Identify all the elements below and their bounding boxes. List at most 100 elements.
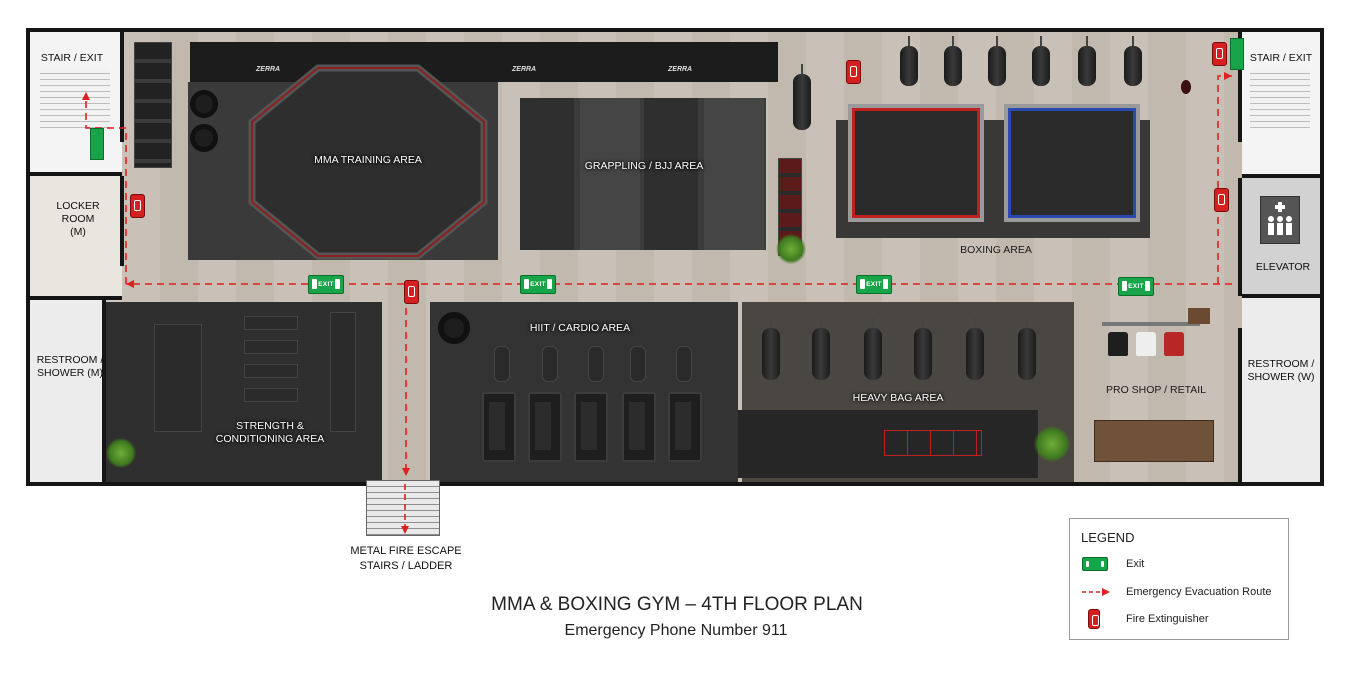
wall-left-rooms-3 bbox=[102, 300, 106, 482]
stairs-right bbox=[1250, 68, 1310, 128]
restroom-m-label-line: RESTROOM / bbox=[36, 354, 104, 366]
wall-left bbox=[26, 28, 30, 486]
locker-room-label-line: LOCKER bbox=[56, 200, 100, 212]
zerra-banner-wall: ZERRA ZERRA ZERRA bbox=[190, 42, 778, 82]
elevator-icon bbox=[1260, 196, 1300, 244]
restroom-m-label-line: SHOWER (M) bbox=[37, 367, 103, 379]
boxing-area-label: BOXING AREA bbox=[960, 244, 1032, 256]
treadmill-icon bbox=[622, 392, 656, 462]
legend-item-evacuation-route: Emergency Evacuation Route bbox=[1126, 586, 1272, 598]
heavy-bag-area-label: HEAVY BAG AREA bbox=[852, 392, 944, 404]
fire-extinguisher-icon bbox=[130, 194, 145, 218]
wall-right bbox=[1320, 28, 1324, 486]
heavy-bag-icon bbox=[914, 318, 932, 380]
fire-extinguisher-icon bbox=[1088, 609, 1100, 629]
strength-area-label: STRENGTH & CONDITIONING AREA bbox=[200, 420, 340, 446]
legend: LEGEND Exit Emergency Evacuation Route F… bbox=[1069, 518, 1289, 640]
agility-ladder bbox=[884, 430, 982, 456]
shirt-icon bbox=[1164, 332, 1184, 356]
dumbbell-rack-icon bbox=[244, 316, 298, 330]
exit-sign-icon: EXIT bbox=[1118, 277, 1154, 296]
bike-icon bbox=[676, 346, 692, 382]
hiit-cardio-area-label: HIIT / CARDIO AREA bbox=[529, 322, 631, 334]
fire-escape-label-line: STAIRS / LADDER bbox=[359, 560, 453, 572]
mma-training-area-label: MMA TRAINING AREA bbox=[314, 154, 422, 166]
locker-room-label: LOCKER ROOM (M) bbox=[52, 200, 104, 239]
fire-extinguisher-icon bbox=[846, 60, 861, 84]
heavy-bag-icon bbox=[944, 36, 962, 86]
plant-decor bbox=[106, 438, 136, 468]
brand-logo: ZERRA bbox=[668, 66, 693, 73]
bike-icon bbox=[542, 346, 558, 382]
shirt-icon bbox=[1108, 332, 1128, 356]
locker-room-label-line: ROOM bbox=[61, 213, 95, 225]
legend-item-exit: Exit bbox=[1126, 558, 1145, 570]
wall-left-h1 bbox=[30, 172, 122, 176]
locker-room-label-line: (M) bbox=[70, 226, 86, 238]
boxing-ring-blue bbox=[1004, 104, 1140, 222]
page-subtitle: Emergency Phone Number 911 bbox=[564, 622, 788, 639]
strength-area-label-line: CONDITIONING AREA bbox=[215, 433, 325, 445]
fire-escape-label: METAL FIRE ESCAPE STAIRS / LADDER bbox=[326, 544, 486, 574]
heavy-bag-icon bbox=[793, 64, 811, 130]
exit-sign-icon bbox=[1082, 557, 1108, 571]
boxing-ring-red bbox=[848, 104, 984, 222]
plant-decor bbox=[1034, 426, 1070, 462]
evacuation-arrow-icon bbox=[1082, 588, 1110, 596]
heavy-bag-icon bbox=[1032, 36, 1050, 86]
elevator-people-icon bbox=[1268, 202, 1292, 235]
grappling-area bbox=[520, 98, 766, 250]
restroom-m-label: RESTROOM / SHOWER (M) bbox=[32, 354, 108, 380]
mma-octagon-cage bbox=[248, 64, 488, 260]
bike-icon bbox=[494, 346, 510, 382]
legend-item-fire-extinguisher: Fire Extinguisher bbox=[1126, 613, 1209, 625]
page-title: MMA & BOXING GYM – 4TH FLOOR PLAN bbox=[491, 594, 863, 615]
exit-sign-text: EXIT bbox=[530, 281, 546, 288]
fire-extinguisher-icon bbox=[1212, 42, 1227, 66]
heavy-bag-icon bbox=[988, 36, 1006, 86]
retail-counter bbox=[1094, 420, 1214, 462]
treadmill-icon bbox=[668, 392, 702, 462]
wall-right-rooms-3 bbox=[1238, 328, 1242, 482]
wall-right-h2 bbox=[1242, 294, 1320, 298]
display-shelf bbox=[1188, 308, 1210, 324]
wall-left-h2 bbox=[30, 296, 122, 300]
heavy-bag-icon bbox=[1018, 318, 1036, 380]
grappling-area-label: GRAPPLING / BJJ AREA bbox=[584, 160, 704, 172]
fire-escape-route bbox=[401, 484, 409, 534]
stairs-left bbox=[40, 68, 110, 128]
locker-room bbox=[30, 176, 122, 296]
stair-exit-right-label: STAIR / EXIT bbox=[1249, 52, 1313, 64]
shirt-icon bbox=[1136, 332, 1156, 356]
dumbbell-rack-icon bbox=[244, 388, 298, 402]
tire bbox=[190, 90, 218, 118]
plant-decor bbox=[776, 234, 806, 264]
power-rack-icon bbox=[154, 324, 202, 432]
wall-right-rooms bbox=[1238, 32, 1242, 142]
brand-logo: ZERRA bbox=[512, 66, 537, 73]
treadmill-icon bbox=[482, 392, 516, 462]
strength-area-label-line: STRENGTH & bbox=[236, 420, 304, 432]
brand-logo: ZERRA bbox=[256, 66, 281, 73]
heavy-bag-icon bbox=[812, 318, 830, 380]
heavy-bag-icon bbox=[966, 318, 984, 380]
speed-bag-icon bbox=[1181, 80, 1191, 94]
tire bbox=[438, 312, 470, 344]
heavy-bag-icon bbox=[864, 318, 882, 380]
weight-bench-icon bbox=[330, 312, 356, 432]
wall-right-h1 bbox=[1242, 174, 1320, 178]
floor-plan: ZERRA ZERRA ZERRA MMA TRAINING AREA GRAP… bbox=[26, 28, 1324, 486]
wall-bottom bbox=[26, 482, 1324, 486]
heavy-bag-icon bbox=[900, 36, 918, 86]
exit-sign-icon: EXIT bbox=[308, 275, 344, 294]
restroom-m-room bbox=[30, 300, 104, 482]
elevator-label: ELEVATOR bbox=[1255, 261, 1311, 273]
exit-sign-text: EXIT bbox=[318, 281, 334, 288]
kettlebell-rack bbox=[134, 42, 172, 168]
exit-sign-icon: EXIT bbox=[520, 275, 556, 294]
clothing-rack bbox=[1102, 322, 1200, 326]
wall-left-rooms bbox=[120, 32, 124, 142]
exit-sign-icon bbox=[1230, 38, 1244, 70]
exit-sign-icon: EXIT bbox=[856, 275, 892, 294]
fire-extinguisher-icon bbox=[1214, 188, 1229, 212]
